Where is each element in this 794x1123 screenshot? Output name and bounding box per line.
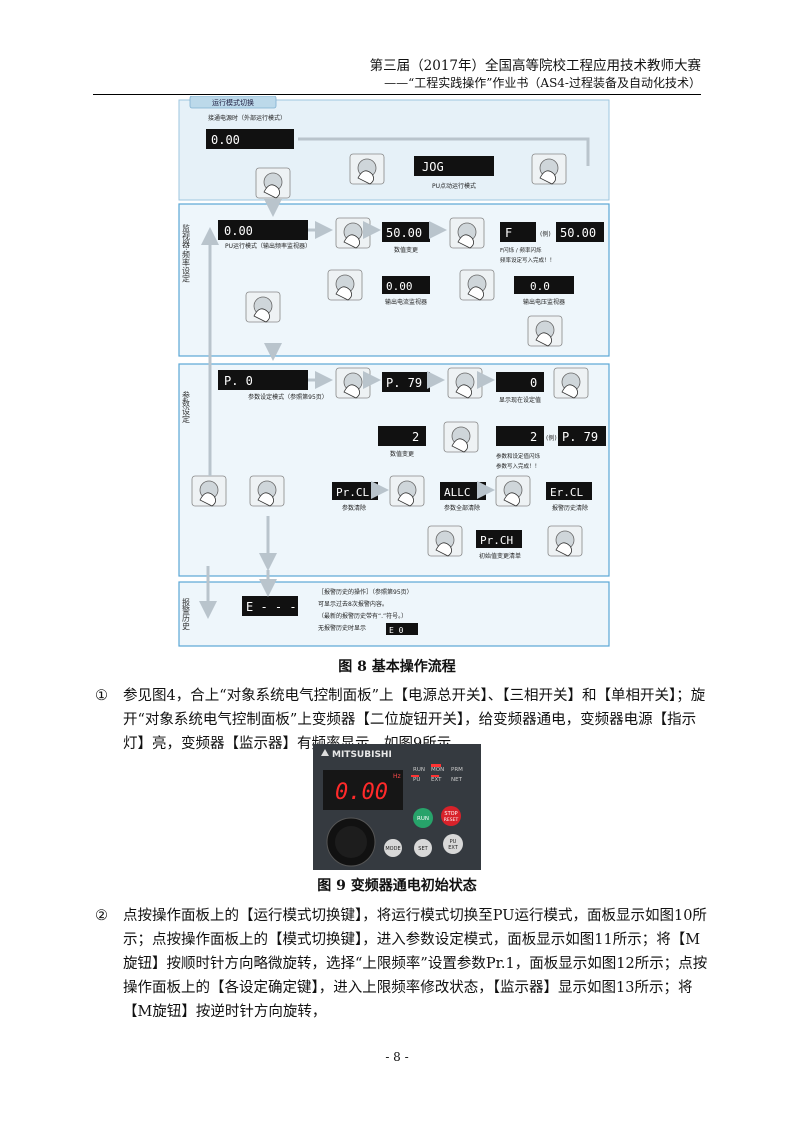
indicator-mon: MON <box>431 767 444 773</box>
display-p79-b: P. 79 <box>562 430 598 444</box>
mode-button <box>384 839 402 857</box>
monitor-section-label: 监视器·频率设定 <box>182 223 191 284</box>
freq-display: 0.00 <box>335 780 388 805</box>
svg-text:(例): (例) <box>540 230 551 238</box>
param-section-label: 参数设定 <box>182 390 191 424</box>
paragraph-1-text: 参见图4，合上“对象系统电气控制面板”上【电源总开关】、【三相开关】和【单相开关… <box>123 688 706 752</box>
display-prcl: Pr.CL <box>336 486 369 499</box>
display-jog: JOG <box>422 160 444 174</box>
svg-text:RESET: RESET <box>444 817 459 823</box>
header-divider <box>93 94 701 95</box>
svg-text:PU: PU <box>450 839 457 845</box>
svg-text:无报警历史时显示: 无报警历史时显示 <box>318 624 366 632</box>
value-change2-label: 数值变更 <box>390 450 414 458</box>
display-p0: P. 0 <box>224 374 253 388</box>
param-panel <box>178 363 610 577</box>
freq-done-label: 频率设定写入完成！！ <box>500 256 555 264</box>
header-subtitle: ——“工程实践操作”作业书（AS4-过程装备及自动化技术） <box>384 76 701 90</box>
svg-text:SET: SET <box>418 846 428 852</box>
mode-panel-title: 运行模式切换 <box>212 98 254 107</box>
svg-text:EXT: EXT <box>448 845 458 851</box>
display-alarm: E - - - <box>246 600 297 614</box>
svg-text:（最新的报警历史带有“.”符号。）: （最新的报警历史带有“.”符号。） <box>318 612 407 620</box>
value-change-label: 数值变更 <box>394 246 418 254</box>
indicator-run: RUN <box>413 767 425 773</box>
display-prch: Pr.CH <box>480 534 513 547</box>
display-two: 2 <box>412 430 419 444</box>
power-on-label: 接通电源时（外部运行模式） <box>208 114 286 122</box>
display-two-b: 2 <box>530 430 537 444</box>
display-voltage: 0.0 <box>530 280 550 293</box>
paragraph-2-number: ② <box>95 908 108 924</box>
display-freq-zero: 0.00 <box>211 133 240 147</box>
all-clear-label: 参数全部清除 <box>444 504 480 512</box>
show-current-label: 显示现在设定值 <box>499 396 541 404</box>
alarm-section-label: 报警历史 <box>182 597 191 631</box>
display-current-value: 0 <box>530 376 537 390</box>
display-pu-freq: 0.00 <box>224 224 253 238</box>
jog-mode-label: PU点动运行模式 <box>432 182 476 190</box>
set-button <box>414 839 432 857</box>
display-alarm-zero: E 0 <box>389 626 404 635</box>
alarm-ops-label: ［报警历史的操作］（参照第95页） <box>318 588 413 596</box>
display-5000-b: 50.00 <box>560 226 596 240</box>
pu-mode-label: PU运行模式（输出频率监视器） <box>225 242 311 250</box>
display-ercl: Er.CL <box>550 486 583 499</box>
paragraph-1-number: ① <box>95 688 108 704</box>
param-clear-label: 参数清除 <box>342 504 366 512</box>
brand-logo: MITSUBISHI <box>332 750 392 760</box>
basic-operation-flowchart: 运行模式切换 监视器·频率设定 参数设定 报警历史 接通电源时（外部运行模式） … <box>178 96 610 647</box>
figure9-caption: 图 9 变频器通电初始状态 <box>317 878 477 894</box>
out-voltage-label: 输出电压监视器 <box>523 298 565 306</box>
init-change-label: 初始值变更清单 <box>479 552 521 560</box>
display-p79: P. 79 <box>386 376 422 390</box>
run-button <box>413 808 433 828</box>
param-mode-label: 参数设定模式（参照第95页） <box>248 393 328 401</box>
paragraph-2: ② 点按操作面板上的【运行模式切换键】，将运行模式切换至PU运行模式，面板显示如… <box>95 904 708 1024</box>
display-allc: ALLC <box>444 486 471 499</box>
svg-text:MODE: MODE <box>385 846 400 852</box>
indicator-ext: EXT <box>431 777 442 783</box>
svg-text:STOP: STOP <box>444 811 457 817</box>
param-done-label: 参数写入完成！！ <box>496 462 540 470</box>
indicator-net: NET <box>451 777 463 783</box>
param-flicker-label: 参数和设定值闪烁 <box>496 452 541 460</box>
inverter-panel-photo: MITSUBISHI 0.00 Hz RUN MON PRM PU EXT NE… <box>313 744 481 870</box>
display-current: 0.00 <box>386 280 413 293</box>
indicator-prm: PRM <box>451 767 463 773</box>
svg-text:(例): (例) <box>546 434 557 442</box>
display-f: F <box>505 226 512 240</box>
display-5000: 50.00 <box>386 226 422 240</box>
indicator-pu: PU <box>413 777 420 783</box>
svg-text:可显示过去8次报警内容。: 可显示过去8次报警内容。 <box>318 600 388 608</box>
header-title: 第三届（2017年）全国高等院校工程应用技术教师大赛 <box>369 58 701 74</box>
flicker-label: F闪烁 / 频率闪烁 <box>500 246 542 254</box>
out-current-label: 输出电流监视器 <box>385 298 427 306</box>
alarm-clear-label: 报警历史清除 <box>552 504 588 512</box>
stop-reset-button <box>441 806 461 826</box>
figure8-caption: 图 8 基本操作流程 <box>338 659 456 675</box>
pu-ext-button <box>443 834 463 854</box>
svg-text:Hz: Hz <box>393 773 401 780</box>
page-number: - 8 - <box>385 1050 409 1064</box>
paragraph-2-text: 点按操作面板上的【运行模式切换键】，将运行模式切换至PU运行模式，面板显示如图1… <box>123 908 708 1020</box>
svg-text:RUN: RUN <box>417 816 429 822</box>
